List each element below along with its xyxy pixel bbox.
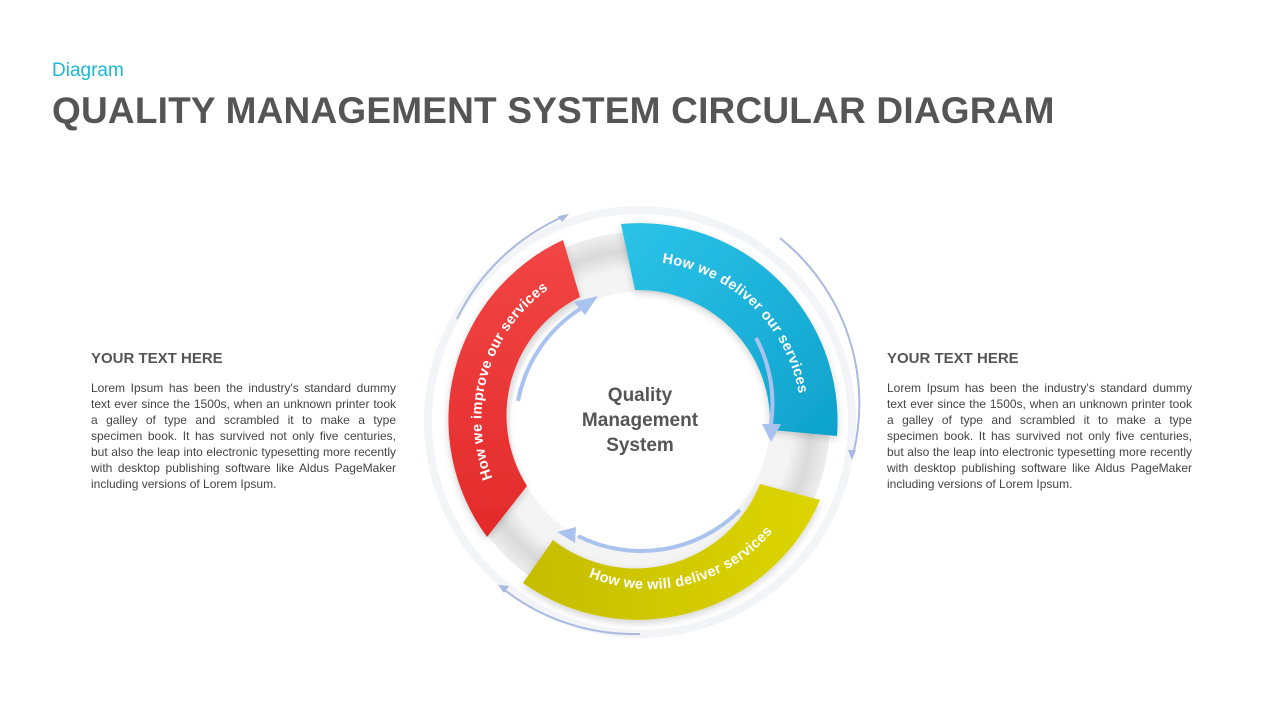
inner-arrow-right bbox=[754, 337, 775, 425]
center-label: Quality Management System bbox=[560, 383, 720, 458]
outer-arrow-top bbox=[456, 215, 566, 320]
right-text-block: YOUR TEXT HERE Lorem Ipsum has been the … bbox=[887, 350, 1192, 492]
inner-arrowhead-top bbox=[574, 296, 598, 315]
inner-arrow-top bbox=[516, 307, 582, 402]
outer-arrow-right bbox=[779, 237, 861, 456]
center-label-line-1: Quality bbox=[607, 385, 673, 406]
segment-red bbox=[448, 240, 580, 537]
outer-arrowhead-top bbox=[558, 214, 569, 222]
inner-arrow-bottom bbox=[577, 508, 742, 553]
left-text-block: YOUR TEXT HERE Lorem Ipsum has been the … bbox=[91, 350, 396, 492]
center-label-line-2: Management bbox=[581, 410, 699, 431]
slide-subtitle: Diagram bbox=[52, 60, 124, 81]
left-text-heading: YOUR TEXT HERE bbox=[91, 350, 223, 367]
segment-yellow bbox=[523, 484, 820, 620]
slide-title: QUALITY MANAGEMENT SYSTEM CIRCULAR DIAGR… bbox=[52, 90, 1055, 131]
inner-arrowhead-right bbox=[762, 424, 781, 442]
outer-arrow-bottom bbox=[501, 587, 641, 636]
segment-blue bbox=[621, 223, 838, 436]
right-text-heading: YOUR TEXT HERE bbox=[887, 350, 1019, 367]
left-text-body: Lorem Ipsum has been the industry's stan… bbox=[91, 381, 396, 491]
outer-arrowhead-right bbox=[848, 450, 856, 460]
inner-arrowhead-bottom bbox=[557, 527, 576, 543]
center-label-line-3: System bbox=[606, 435, 674, 456]
right-text-body: Lorem Ipsum has been the industry's stan… bbox=[887, 381, 1192, 491]
outer-arrowhead-bottom bbox=[498, 585, 509, 593]
